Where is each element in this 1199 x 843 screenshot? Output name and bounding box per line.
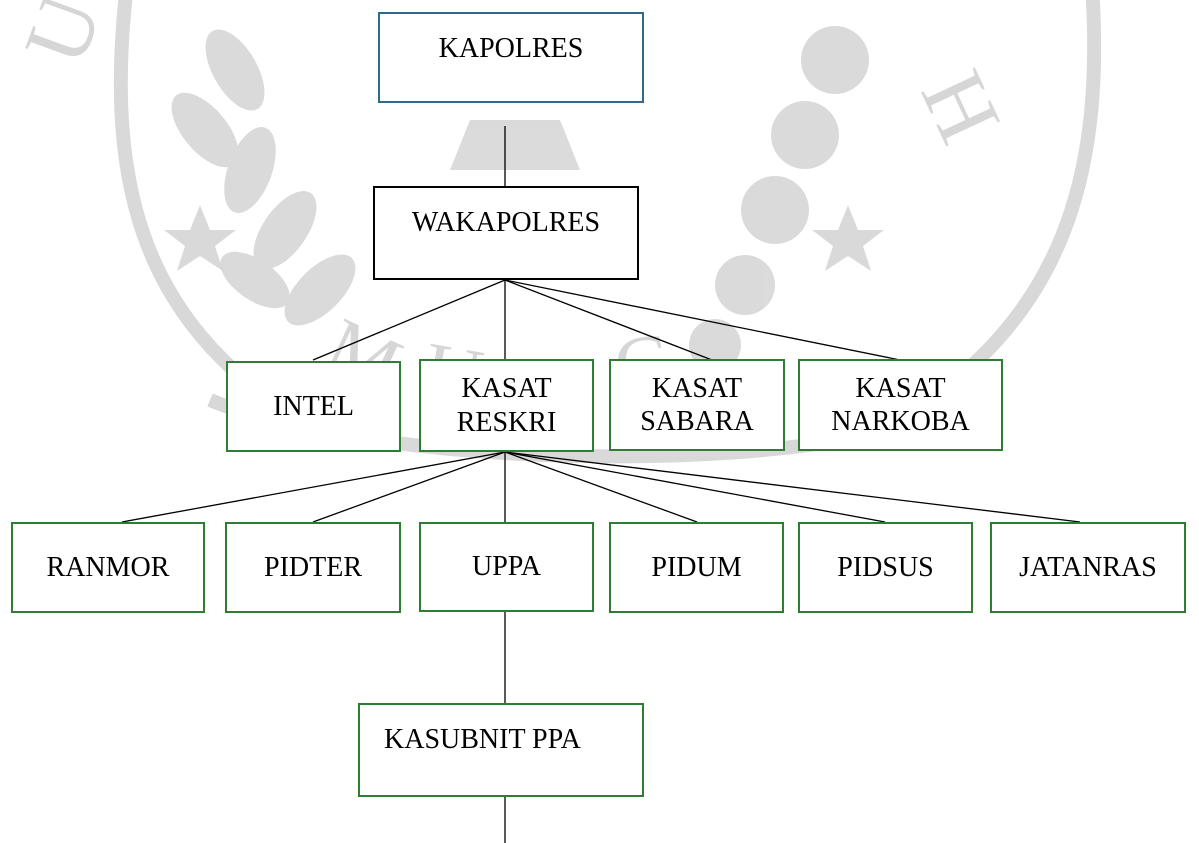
node-kapolres: KAPOLRES (378, 12, 644, 103)
node-kasubnit-ppa-label: KASUBNIT PPA (384, 724, 581, 755)
node-kasat-narkoba: KASAT NARKOBA (798, 359, 1003, 451)
node-kasat-narkoba-line2: NARKOBA (831, 406, 970, 437)
node-kasat-reskri-line2: RESKRI (456, 406, 557, 438)
node-kasubnit-ppa: KASUBNIT PPA (358, 703, 644, 797)
connector-reskri-pidum (504, 451, 698, 523)
node-pidum-label: PIDUM (651, 551, 742, 583)
node-uppa: UPPA (419, 522, 594, 612)
node-pidsus: PIDSUS (798, 522, 973, 613)
connector-wakapolres-narkoba (504, 279, 901, 361)
node-pidsus-label: PIDSUS (837, 551, 934, 583)
node-wakapolres-label: WAKAPOLRES (411, 207, 601, 238)
connector-reskri-pidter (312, 451, 506, 523)
node-jatanras: JATANRAS (990, 522, 1186, 613)
node-kasat-reskri: KASAT RESKRI (419, 359, 594, 452)
connector-wakapolres-sabara (504, 279, 713, 361)
node-pidter: PIDTER (225, 522, 401, 613)
connector-reskri-pidsus (504, 451, 886, 523)
node-ranmor: RANMOR (11, 522, 205, 613)
node-wakapolres: WAKAPOLRES (373, 186, 639, 280)
node-jatanras-label: JATANRAS (1019, 551, 1157, 583)
node-kasat-sabara-line1: KASAT (651, 372, 743, 404)
node-pidter-label: PIDTER (264, 551, 362, 583)
node-intel: INTEL (226, 361, 401, 452)
node-ranmor-label: RANMOR (46, 551, 170, 583)
connector-reskri-jatanras (504, 451, 1081, 523)
connector-reskri-ranmor (121, 451, 506, 523)
node-kasat-sabara-line2: SABARA (640, 406, 754, 437)
node-intel-label: INTEL (273, 390, 354, 422)
node-pidum: PIDUM (609, 522, 784, 613)
connector-wakapolres-intel (312, 279, 506, 361)
node-kasat-sabara: KASAT SABARA (609, 359, 785, 451)
node-kasat-reskri-line1: KASAT (461, 373, 552, 405)
node-kapolres-label: KAPOLRES (438, 33, 584, 64)
node-uppa-label: UPPA (471, 551, 541, 583)
node-kasat-narkoba-line1: KASAT (855, 372, 946, 404)
